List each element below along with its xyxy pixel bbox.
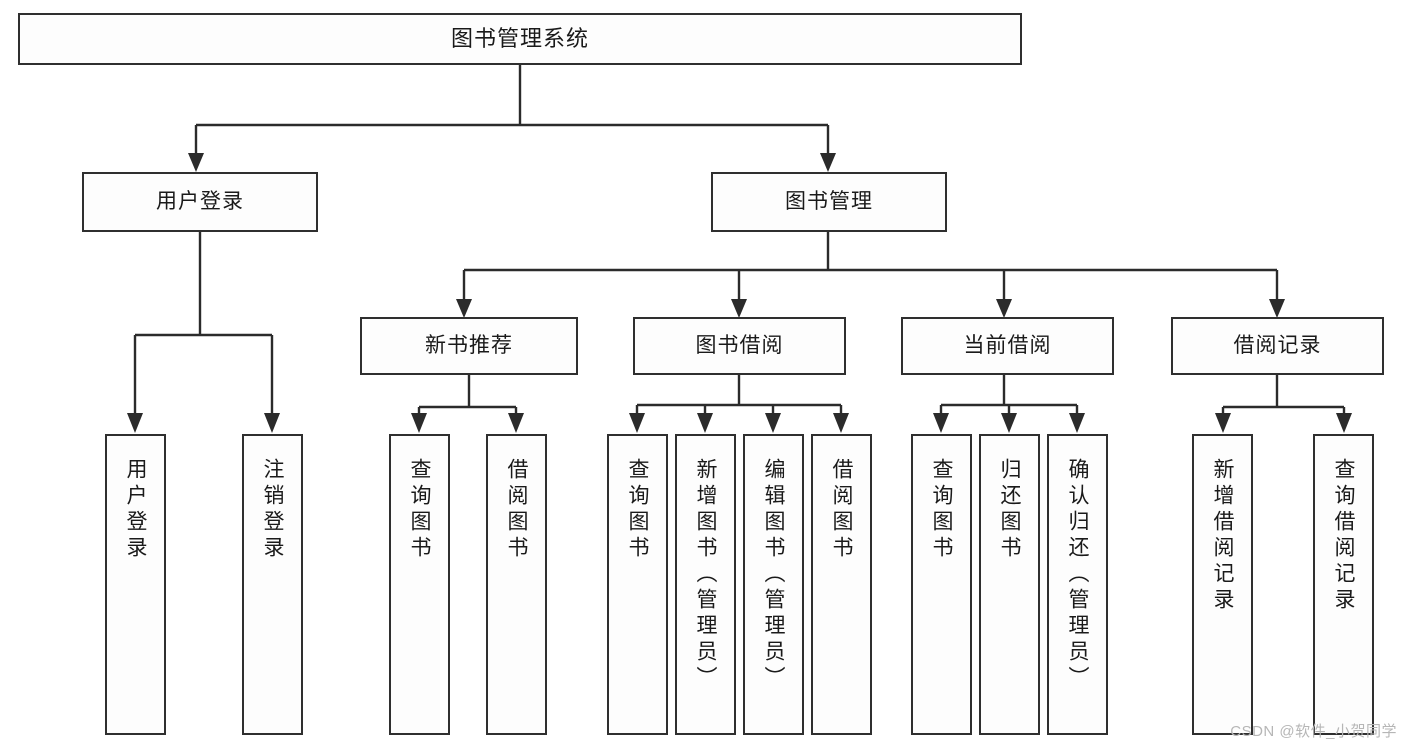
leaf-query-book-recommend[interactable]: 查询图书 xyxy=(389,434,450,735)
node-label: 查询图书 xyxy=(930,458,953,562)
node-label: 用户登录 xyxy=(124,458,147,562)
node-label: 新书推荐 xyxy=(425,333,513,357)
node-borrow-record[interactable]: 借阅记录 xyxy=(1171,317,1384,375)
node-current-borrow[interactable]: 当前借阅 xyxy=(901,317,1114,375)
node-label: 借阅图书 xyxy=(505,458,528,562)
node-label: 归还图书 xyxy=(998,458,1021,562)
leaf-user-login[interactable]: 用户登录 xyxy=(105,434,166,735)
node-book-borrow[interactable]: 图书借阅 xyxy=(633,317,846,375)
node-label: 图书管理系统 xyxy=(450,26,589,52)
node-label: 用户登录 xyxy=(156,189,244,213)
node-root-book-management-system[interactable]: 图书管理系统 xyxy=(18,13,1022,65)
leaf-borrow-book-recommend[interactable]: 借阅图书 xyxy=(486,434,547,735)
leaf-add-book-admin[interactable]: 新增图书（管理员） xyxy=(675,434,736,735)
node-label: 当前借阅 xyxy=(963,333,1052,357)
leaf-query-borrow-record[interactable]: 查询借阅记录 xyxy=(1313,434,1374,735)
leaf-borrow-book[interactable]: 借阅图书 xyxy=(811,434,872,735)
node-label: 编辑图书（管理员） xyxy=(762,458,785,692)
leaf-logout[interactable]: 注销登录 xyxy=(242,434,303,735)
node-label: 注销登录 xyxy=(261,458,284,562)
node-label: 查询借阅记录 xyxy=(1332,458,1355,614)
node-label: 新增图书（管理员） xyxy=(694,458,717,692)
node-label: 图书借阅 xyxy=(695,333,784,357)
node-label: 确认归还（管理员） xyxy=(1066,458,1089,692)
watermark-text: CSDN @软件_小贺同学 xyxy=(1230,723,1397,740)
node-label: 图书管理 xyxy=(785,189,873,213)
node-new-book-recommend[interactable]: 新书推荐 xyxy=(360,317,578,375)
node-label: 新增借阅记录 xyxy=(1211,458,1234,614)
node-label: 查询图书 xyxy=(626,458,649,562)
leaf-return-book[interactable]: 归还图书 xyxy=(979,434,1040,735)
node-user-login[interactable]: 用户登录 xyxy=(82,172,318,232)
leaf-add-borrow-record[interactable]: 新增借阅记录 xyxy=(1192,434,1253,735)
leaf-confirm-return-admin[interactable]: 确认归还（管理员） xyxy=(1047,434,1108,735)
node-label: 借阅记录 xyxy=(1233,333,1322,357)
node-label: 查询图书 xyxy=(408,458,431,562)
node-book-management[interactable]: 图书管理 xyxy=(711,172,947,232)
leaf-query-book-current[interactable]: 查询图书 xyxy=(911,434,972,735)
leaf-query-book-borrow[interactable]: 查询图书 xyxy=(607,434,668,735)
leaf-edit-book-admin[interactable]: 编辑图书（管理员） xyxy=(743,434,804,735)
node-label: 借阅图书 xyxy=(830,458,853,562)
